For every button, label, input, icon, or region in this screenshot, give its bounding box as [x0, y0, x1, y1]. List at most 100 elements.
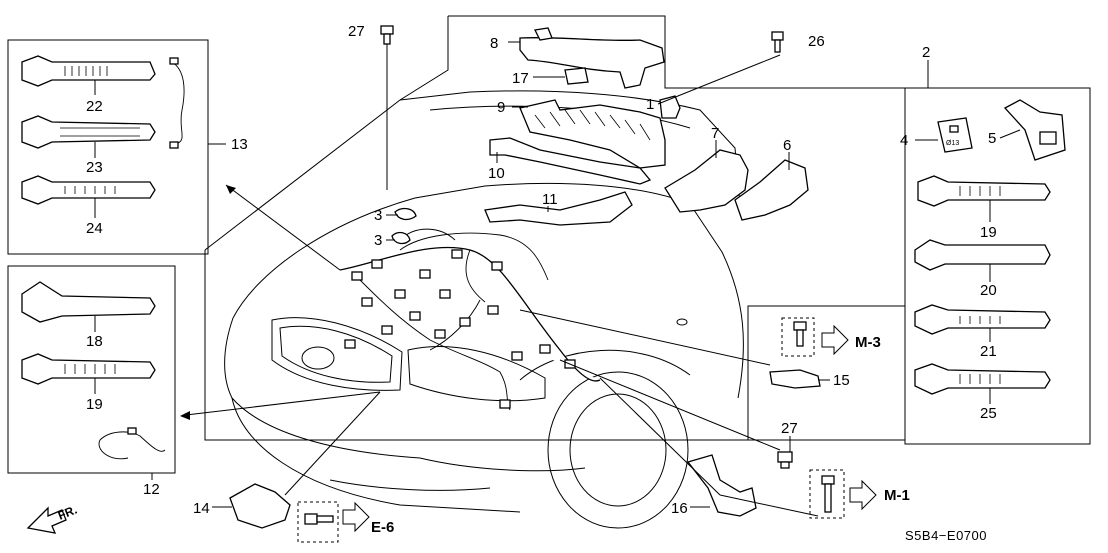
bumper-upper — [224, 317, 421, 459]
ref-arrow-m3 — [821, 324, 849, 356]
wheel-arch — [519, 349, 691, 381]
front-wheel-inner — [569, 393, 667, 507]
leader-lines — [94, 41, 1021, 517]
engine-harness — [339, 207, 601, 411]
bolt-26 — [771, 31, 784, 53]
headlight — [407, 345, 546, 402]
part-7-bracket — [664, 149, 749, 213]
diagram-code: S5B4−E0700 — [905, 528, 987, 543]
callout-2: 2 — [922, 44, 930, 61]
box-clips-19-25 — [904, 87, 1091, 445]
wire-sub-harness — [171, 61, 185, 145]
ref-label-m3: M-3 — [855, 334, 881, 351]
callout-19-left: 19 — [86, 396, 103, 413]
callout-4: 4 — [900, 132, 908, 149]
bolt-m1 — [809, 469, 845, 519]
callout-labels: 27 8 17 9 1 10 11 7 6 26 3 3 2 4 5 22 23… — [86, 23, 997, 517]
bolt-27-top — [380, 25, 394, 45]
harness-branch-c — [429, 299, 481, 351]
grille — [271, 317, 403, 391]
bumper-lower — [231, 397, 521, 513]
part-8-tab — [534, 27, 553, 41]
harness-branch-d — [465, 249, 486, 303]
wire-sub-connector-b — [169, 141, 179, 149]
upper-parts — [484, 27, 809, 226]
wire-sub-connector-a — [169, 57, 179, 65]
car-body — [224, 90, 744, 529]
front-label: FR. — [56, 503, 79, 523]
part-9-ribs — [534, 109, 651, 141]
frame-boxes — [7, 15, 1091, 474]
emblem — [301, 346, 335, 370]
front-wheel — [547, 371, 689, 529]
callout-16: 16 — [671, 500, 688, 517]
front-lip — [329, 479, 491, 491]
callout-22: 22 — [86, 98, 103, 115]
callout-1: 1 — [646, 96, 654, 113]
callout-10: 10 — [488, 165, 505, 182]
clip-23 — [21, 115, 156, 149]
part-17-bracket — [564, 67, 589, 85]
windshield-inner — [429, 105, 691, 129]
ref-label-m1: M-1 — [884, 487, 910, 504]
callout-14: 14 — [193, 500, 210, 517]
box-part-15 — [747, 305, 906, 441]
callout-5: 5 — [988, 130, 996, 147]
callout-26: 26 — [808, 33, 825, 50]
clip-25 — [914, 363, 1051, 395]
box-clips-22-24 — [7, 39, 209, 255]
bumper-edge — [419, 457, 586, 472]
callout-15: 15 — [833, 372, 850, 389]
clip-24 — [21, 175, 156, 205]
sub-harness-12 — [98, 431, 166, 460]
part-10-rail — [489, 137, 652, 185]
callout-19-right: 19 — [980, 224, 997, 241]
windshield-outline — [399, 90, 741, 206]
callout-25: 25 — [980, 405, 997, 422]
callout-6: 6 — [783, 137, 791, 154]
harness-branch-a — [359, 279, 511, 411]
callout-24: 24 — [86, 220, 103, 237]
callout-17: 17 — [512, 70, 529, 87]
clip-19-left — [21, 353, 156, 385]
part-11-bracket — [484, 191, 633, 226]
side-marker — [676, 318, 688, 326]
grille-inner — [279, 325, 393, 383]
part-4-clip: Ø13 — [937, 117, 973, 153]
hood-outline — [232, 182, 691, 319]
box-main-left-edge — [204, 16, 449, 251]
harness-connectors — [344, 249, 576, 409]
callout-21: 21 — [980, 343, 997, 360]
ref-arrow-m1 — [849, 479, 877, 511]
ref-arrow-e6 — [342, 501, 370, 533]
part-16-bracket — [686, 454, 757, 517]
clip-20 — [914, 239, 1051, 271]
clip-19-right — [917, 175, 1051, 207]
callout-8: 8 — [490, 35, 498, 52]
callout-12: 12 — [143, 481, 160, 498]
callout-23: 23 — [86, 159, 103, 176]
part-4-stamp: Ø13 — [946, 140, 959, 147]
callout-13: 13 — [231, 136, 248, 153]
callout-11: 11 — [542, 191, 558, 208]
ref-label-e6: E-6 — [371, 519, 394, 536]
bolt-e6 — [297, 501, 339, 543]
part-3-grommet-lower — [391, 231, 411, 245]
box-clips-18-19 — [7, 265, 176, 474]
clip-21 — [914, 304, 1051, 335]
part-5-cap — [1003, 99, 1066, 161]
callout-3-lower: 3 — [374, 232, 382, 249]
clip-18 — [21, 281, 156, 323]
fender-edge — [689, 203, 744, 399]
front-arrow: FR. — [26, 503, 79, 534]
callout-7: 7 — [711, 125, 719, 142]
bolt-27-lower — [777, 451, 793, 469]
callout-27-top: 27 — [348, 23, 365, 40]
part-9-box — [519, 99, 666, 169]
part-6-bracket — [734, 159, 809, 221]
clip-22 — [21, 55, 156, 87]
callout-9: 9 — [497, 99, 505, 116]
part-15-bracket — [769, 317, 821, 389]
callout-20: 20 — [980, 282, 997, 299]
